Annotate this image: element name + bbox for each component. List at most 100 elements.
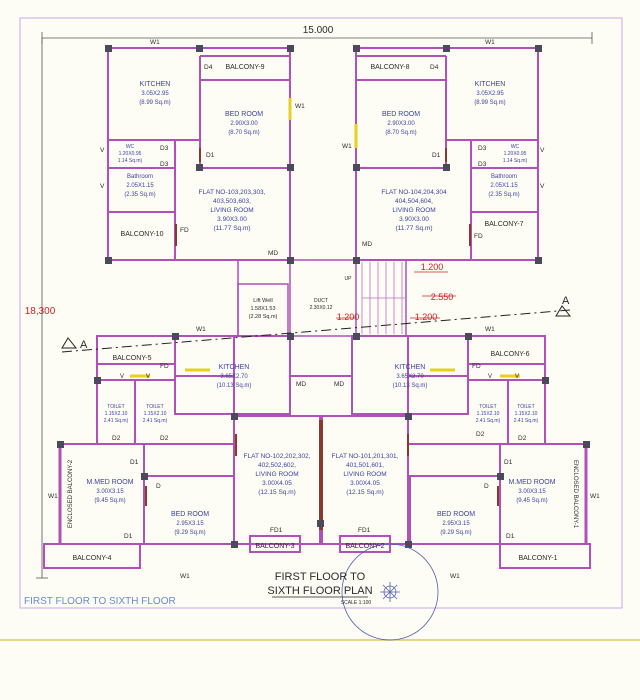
svg-text:D3: D3 [160, 145, 169, 152]
room-bed-sw: BED ROOM 2.95X3.15 (9.29 Sq.m) [171, 511, 209, 536]
svg-text:(9.45 Sq.m): (9.45 Sq.m) [516, 498, 547, 504]
balcony-8-label: BALCONY-8 [370, 64, 409, 71]
svg-text:FD: FD [180, 227, 189, 234]
svg-text:V: V [540, 183, 545, 190]
svg-text:2.90X3.00: 2.90X3.00 [387, 121, 415, 127]
balcony-5-label: BALCONY-5 [112, 355, 151, 362]
room-bath-nw: Bathroom 2.05X1.15 (2.35 Sq.m) [124, 174, 155, 198]
svg-text:3.90X3.00: 3.90X3.00 [217, 216, 247, 223]
balcony-6-label: BALCONY-6 [490, 351, 529, 358]
svg-text:FD: FD [160, 363, 169, 370]
stair-dim-d: 1.200 [415, 312, 438, 322]
svg-text:KITCHEN: KITCHEN [475, 81, 506, 88]
svg-text:2.95X3.15: 2.95X3.15 [176, 521, 204, 527]
room-wc-nw: WC 1.20X0.95 1.14 Sq.m) [118, 144, 143, 164]
svg-text:1.20X0.95: 1.20X0.95 [119, 151, 142, 157]
stair-dim-c: 1.200 [337, 312, 360, 322]
svg-text:W1: W1 [485, 39, 495, 46]
svg-text:W1: W1 [590, 493, 600, 500]
svg-text:(8.99 Sq.m): (8.99 Sq.m) [139, 100, 170, 106]
svg-text:(8.70 Sq.m): (8.70 Sq.m) [385, 130, 416, 136]
svg-text:2.41 Sq.m): 2.41 Sq.m) [476, 418, 501, 424]
balcony-9-label: BALCONY-9 [225, 64, 264, 71]
svg-text:D1: D1 [506, 533, 515, 540]
section-line [61, 305, 572, 353]
svg-text:1.15X2.10: 1.15X2.10 [144, 411, 167, 417]
flat-label-sw: FLAT NO-102,202,302, 402,502,602, LIVING… [244, 453, 311, 496]
svg-text:2.90X3.00: 2.90X3.00 [230, 121, 258, 127]
svg-text:404,504,604,: 404,504,604, [395, 198, 433, 205]
svg-text:2.30X0.12: 2.30X0.12 [310, 305, 333, 311]
svg-text:D2: D2 [518, 435, 527, 442]
room-mbed-se: M.MED ROOM 3.00X3.15 (9.45 Sq.m) [508, 479, 555, 504]
stair-up-label: UP [345, 276, 353, 282]
svg-text:1.15X2.10: 1.15X2.10 [105, 411, 128, 417]
balcony-2-label: BALCONY-2 [345, 543, 384, 550]
svg-text:MD: MD [362, 241, 372, 248]
svg-text:D1: D1 [504, 459, 513, 466]
svg-text:2.41 Sq.m): 2.41 Sq.m) [143, 418, 168, 424]
svg-text:FLAT NO-102,202,302,: FLAT NO-102,202,302, [244, 453, 311, 460]
svg-text:FD1: FD1 [358, 527, 371, 534]
svg-text:BED ROOM: BED ROOM [171, 511, 209, 518]
plan-title: FIRST FLOOR TO SIXTH FLOOR PLAN SCALE 1:… [267, 571, 372, 606]
svg-text:D3: D3 [478, 145, 487, 152]
footer-floor-label: FIRST FLOOR TO SIXTH FLOOR [24, 596, 176, 607]
svg-text:LIVING ROOM: LIVING ROOM [343, 471, 386, 478]
svg-text:D1: D1 [432, 152, 441, 159]
svg-text:(8.99 Sq.m): (8.99 Sq.m) [474, 100, 505, 106]
svg-text:D1: D1 [206, 152, 215, 159]
room-toilet-se1: TOILET 1.15X2.10 2.41 Sq.m) [476, 404, 501, 424]
room-toilet-se2: TOILET 1.15X2.10 2.41 Sq.m) [514, 404, 539, 424]
svg-text:D2: D2 [476, 431, 485, 438]
svg-text:M.MED ROOM: M.MED ROOM [508, 479, 555, 486]
svg-text:1.15X2.10: 1.15X2.10 [477, 411, 500, 417]
svg-text:D: D [156, 483, 161, 490]
svg-text:V: V [120, 374, 124, 380]
svg-text:KITCHEN: KITCHEN [395, 364, 426, 371]
svg-text:W1: W1 [450, 573, 460, 580]
svg-text:MD: MD [268, 250, 278, 257]
svg-text:D3: D3 [478, 161, 487, 168]
window-markers [130, 98, 520, 378]
opening-tags-south: W1 W1 W1 W1 W1 W1 FD FD V V V V D2 D2 D2… [48, 326, 600, 580]
svg-text:W1: W1 [48, 493, 58, 500]
room-bed-nw: BED ROOM 2.90X3.00 (8.70 Sq.m) [225, 111, 263, 136]
room-mbed-sw: M.MED ROOM 3.00X3.15 (9.45 Sq.m) [86, 479, 133, 504]
balcony-4-label: BALCONY-4 [72, 555, 111, 562]
svg-text:W1: W1 [485, 326, 495, 333]
svg-text:(12.15 Sq.m): (12.15 Sq.m) [346, 489, 384, 496]
svg-text:LIVING ROOM: LIVING ROOM [210, 207, 253, 214]
svg-text:KITCHEN: KITCHEN [140, 81, 171, 88]
svg-text:W1: W1 [196, 326, 206, 333]
svg-text:WC: WC [511, 144, 520, 150]
balcony-10-label: BALCONY-10 [121, 231, 164, 238]
svg-text:D2: D2 [160, 435, 169, 442]
svg-text:BED ROOM: BED ROOM [225, 111, 263, 118]
svg-text:TOILET: TOILET [479, 404, 496, 410]
svg-text:TOILET: TOILET [517, 404, 534, 410]
room-bed-ne: BED ROOM 2.90X3.00 (8.70 Sq.m) [382, 111, 420, 136]
svg-text:D4: D4 [430, 64, 439, 71]
svg-text:(8.70 Sq.m): (8.70 Sq.m) [228, 130, 259, 136]
svg-text:(12.15 Sq.m): (12.15 Sq.m) [258, 489, 296, 496]
room-bed-se: BED ROOM 2.95X3.15 (9.29 Sq.m) [437, 511, 475, 536]
svg-text:FLAT NO-104,204,304: FLAT NO-104,204,304 [381, 189, 447, 196]
overall-width-label: 15.000 [303, 25, 334, 36]
svg-text:(9.45 Sq.m): (9.45 Sq.m) [94, 498, 125, 504]
plan-title-line1: FIRST FLOOR TO [275, 571, 366, 583]
svg-text:1.15X2.10: 1.15X2.10 [515, 411, 538, 417]
overall-height-dimension: 18,300 [25, 38, 56, 579]
svg-text:2.41 Sq.m): 2.41 Sq.m) [104, 418, 129, 424]
svg-text:2.05X1.15: 2.05X1.15 [126, 183, 154, 189]
svg-text:3.00X3.15: 3.00X3.15 [96, 489, 124, 495]
room-bath-ne: Bathroom 2.05X1.15 (2.35 Sq.m) [488, 174, 519, 198]
svg-text:W1: W1 [150, 39, 160, 46]
svg-text:(10.13 Sq.m): (10.13 Sq.m) [217, 383, 252, 389]
balcony-3-label: BALCONY-3 [255, 543, 294, 550]
svg-text:3.00X3.15: 3.00X3.15 [518, 489, 546, 495]
svg-text:(2.28 Sq.m): (2.28 Sq.m) [249, 314, 278, 320]
stair-dim-a: 1.200 [421, 262, 444, 272]
